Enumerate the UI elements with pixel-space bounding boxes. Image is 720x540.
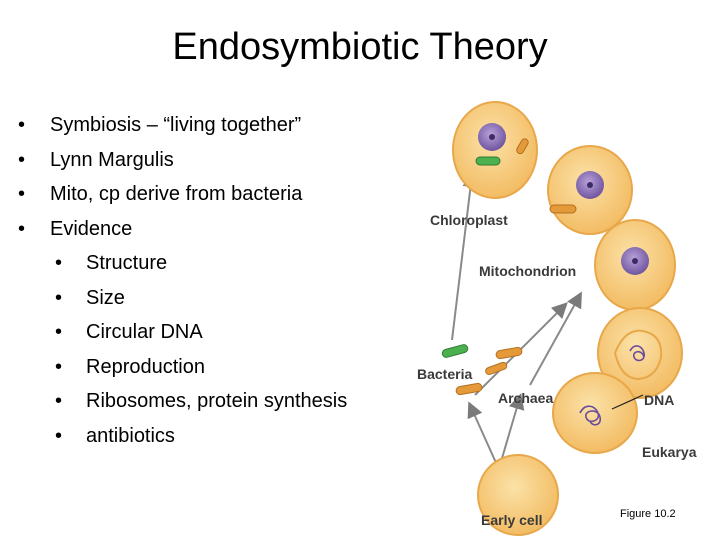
- bullet-dot: •: [18, 183, 26, 205]
- bullet-dot: •: [55, 252, 63, 274]
- endosymbiosis-figure: Chloroplast Mitochondrion Bacteria Archa…: [417, 101, 697, 536]
- bullet-item: • Mito, cp derive from bacteria: [18, 177, 398, 212]
- nucleolus: [489, 134, 495, 140]
- bullet-item: • Lynn Margulis: [18, 143, 398, 178]
- bullet-dot: •: [18, 217, 26, 240]
- dna-strand-icon: [629, 345, 646, 362]
- chloroplast-icon: [475, 156, 501, 166]
- early-cell: [477, 454, 559, 536]
- cell-body: [477, 454, 559, 536]
- label-dna: DNA: [644, 392, 674, 408]
- label-mitochondrion: Mitochondrion: [479, 263, 576, 279]
- dna-pointer-line: [611, 394, 644, 410]
- dna-strand-icon: [579, 405, 602, 426]
- bullet-text: Lynn Margulis: [50, 148, 174, 171]
- bullet-text: Mito, cp derive from bacteria: [50, 183, 303, 205]
- mitochondrion-icon: [549, 204, 577, 214]
- sub-bullet-text: Reproduction: [86, 355, 205, 378]
- sub-bullet-text: Circular DNA: [86, 321, 203, 343]
- bullet-dot: •: [55, 286, 63, 309]
- arrow-bacteria-to-chloroplast: [451, 171, 479, 341]
- cell-archaea-host: [552, 372, 644, 454]
- slide-title: Endosymbiotic Theory: [172, 26, 548, 68]
- bullet-dot: •: [55, 390, 63, 412]
- cell-body: [597, 307, 683, 399]
- bullet-dot: •: [55, 424, 63, 447]
- cell-body: [552, 372, 638, 454]
- bacterium-rod-icon: [485, 361, 508, 376]
- nucleolus: [632, 258, 638, 264]
- bullet-dot: •: [55, 355, 63, 378]
- sub-bullet-text: antibiotics: [86, 424, 175, 447]
- label-early-cell: Early cell: [481, 512, 543, 528]
- prokaryote-rods: [441, 344, 523, 396]
- bullet-item: • Evidence: [18, 212, 398, 247]
- mitochondrion-icon: [516, 138, 529, 155]
- cell-mitochondrion-bearing: [547, 145, 633, 235]
- cell-nucleated: [594, 219, 676, 311]
- label-chloroplast: Chloroplast: [430, 212, 508, 228]
- sub-bullet-item: • Circular DNA: [18, 315, 398, 350]
- bullet-text: Evidence: [50, 217, 133, 240]
- bullet-text: Symbiosis – “living together”: [50, 114, 302, 136]
- sub-bullet-text: Ribosomes, protein synthesis: [86, 390, 348, 412]
- bullet-dot: •: [18, 148, 26, 171]
- arrow-early-to-archaea: [499, 393, 525, 466]
- arrow-early-to-bacteria: [467, 401, 498, 466]
- cell-chloroplast-bearing: [452, 101, 538, 199]
- bullet-dot: •: [18, 114, 26, 136]
- nucleolus: [587, 182, 593, 188]
- sub-bullet-item: • Ribosomes, protein synthesis: [18, 384, 398, 419]
- label-eukarya: Eukarya: [642, 444, 697, 460]
- bacterium-rod-icon: [495, 346, 523, 360]
- sub-bullet-item: • Reproduction: [18, 350, 398, 385]
- bullet-dot: •: [55, 321, 63, 343]
- sub-bullet-item: • Structure: [18, 246, 398, 281]
- figure-caption: Figure 10.2: [620, 508, 676, 520]
- bacterium-rod-icon: [441, 344, 469, 358]
- label-archaea: Archaea: [498, 390, 553, 406]
- bacterium-rod-icon: [455, 382, 483, 396]
- sub-bullet-text: Structure: [86, 252, 168, 274]
- sub-bullet-item: • Size: [18, 281, 398, 316]
- sub-bullet-text: Size: [86, 286, 125, 309]
- bullet-item: • Symbiosis – “living together”: [18, 108, 398, 143]
- cell-forming-nucleus: [597, 307, 683, 399]
- label-bacteria: Bacteria: [417, 366, 472, 382]
- bullet-list: • Symbiosis – “living together” • Lynn Mar…: [18, 108, 398, 453]
- membrane-fold: [613, 329, 663, 381]
- arrow-archaea-to-mitochondrion: [529, 291, 582, 386]
- sub-bullet-item: • antibiotics: [18, 419, 398, 454]
